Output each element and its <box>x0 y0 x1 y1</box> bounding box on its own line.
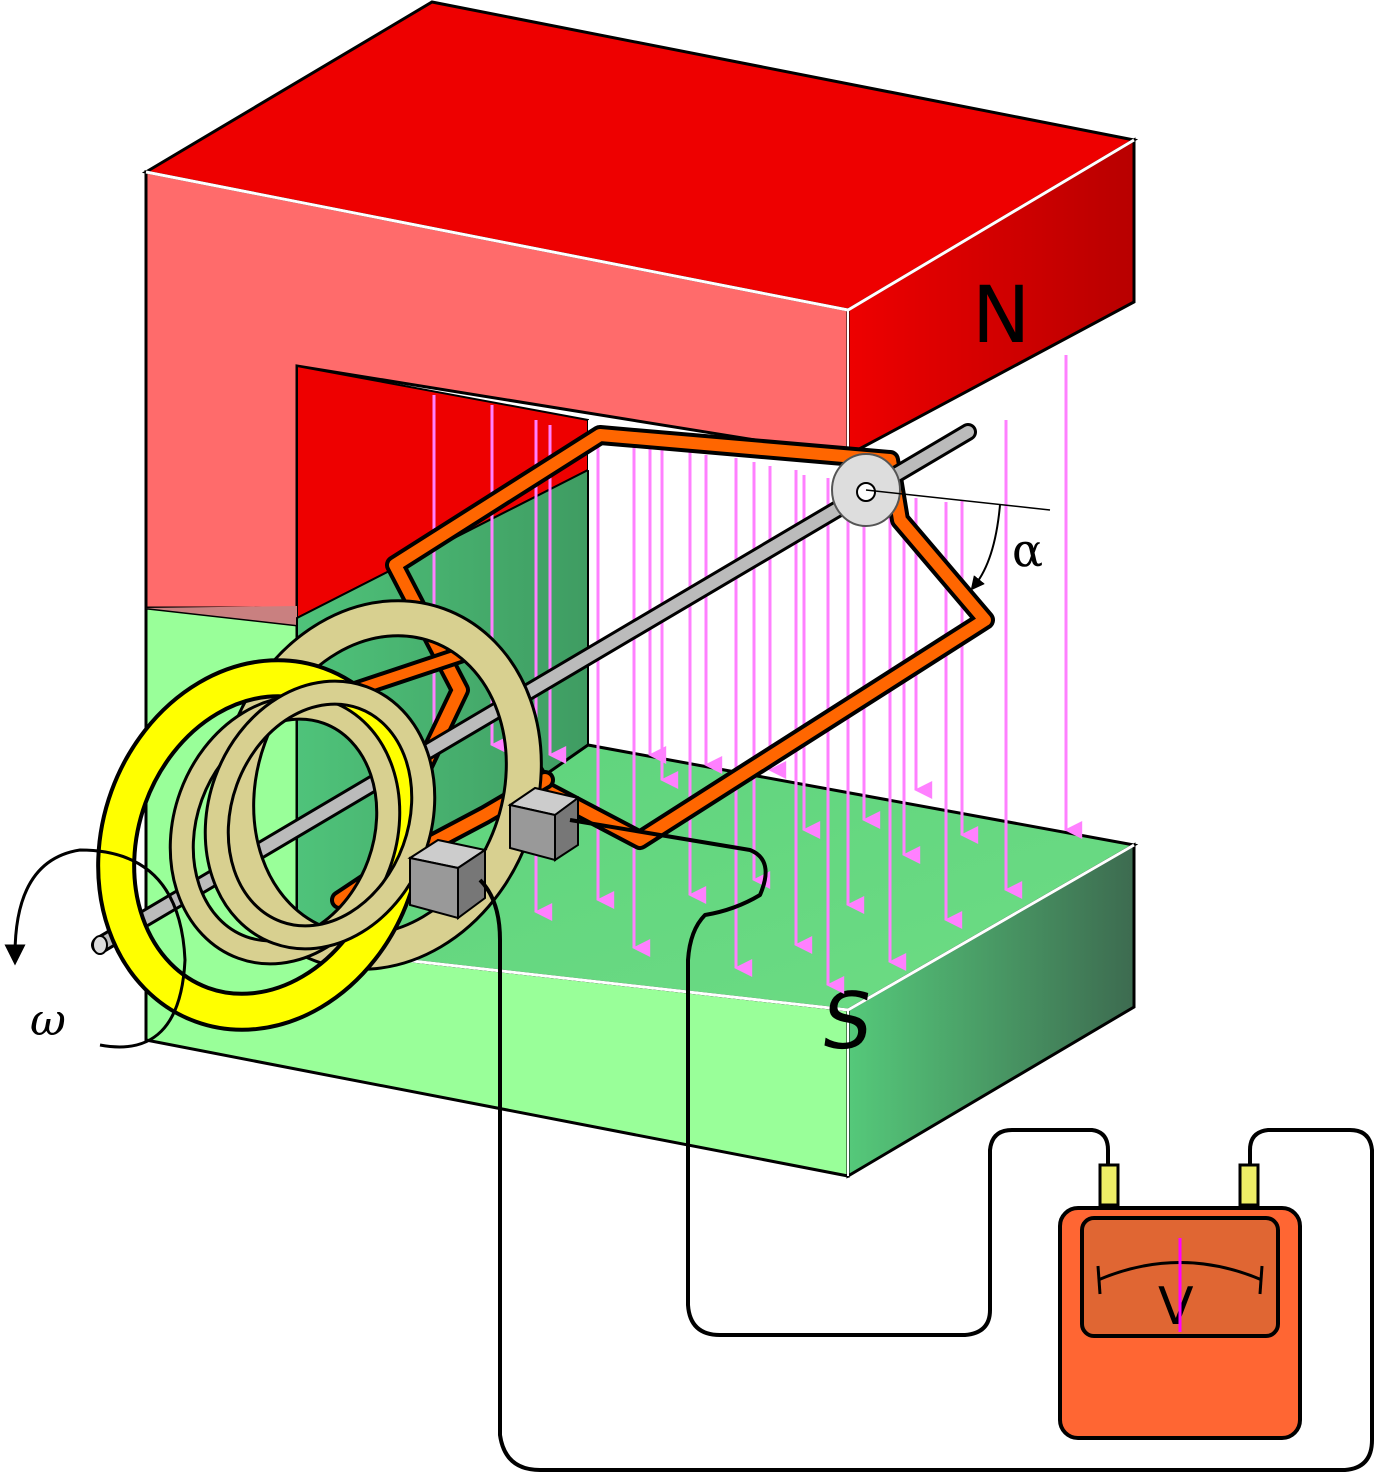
angle-label: α <box>1012 523 1043 577</box>
meter-terminal-left <box>1098 1163 1120 1207</box>
angle-marker: α <box>865 489 1051 591</box>
wire-front <box>478 878 1374 1472</box>
brush-front <box>407 838 488 920</box>
voltmeter: V <box>1058 1163 1302 1440</box>
brushes <box>407 786 581 920</box>
meter-label: V <box>1158 1277 1194 1337</box>
wires <box>478 818 1374 1472</box>
wire-back <box>569 818 1110 1337</box>
north-pole-label: N <box>972 271 1030 361</box>
rotation-arrow-icon <box>4 848 187 1049</box>
angular-velocity-label: ω <box>30 995 66 1046</box>
magnetic-field-lines <box>432 355 1083 994</box>
brush-back <box>507 786 581 862</box>
rotation-indicator: ω <box>4 848 187 1049</box>
meter-terminal-right <box>1238 1163 1260 1207</box>
